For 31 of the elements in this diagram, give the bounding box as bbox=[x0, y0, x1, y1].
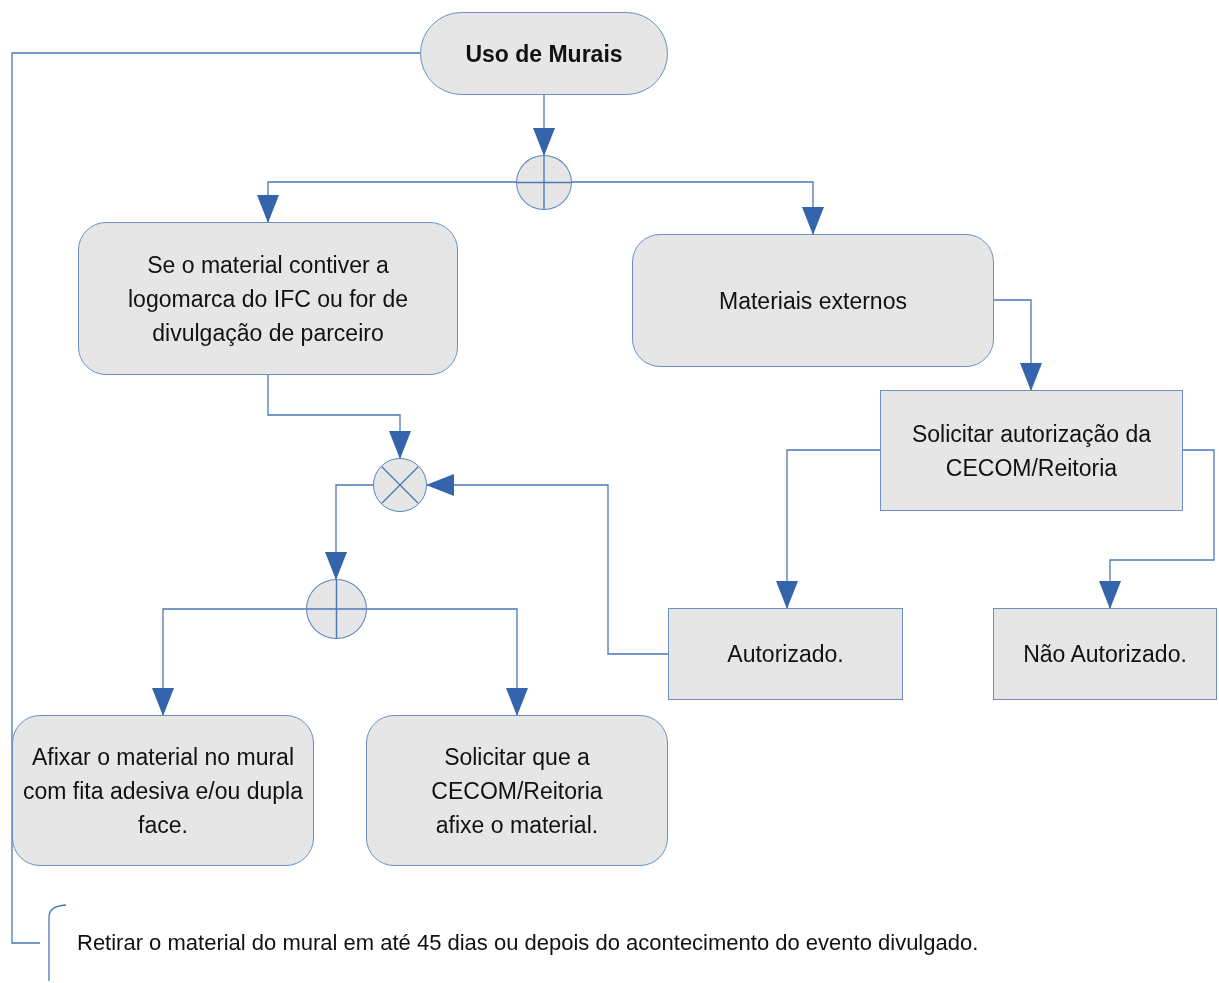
node-text: Solicitar autorização da CECOM/Reitoria bbox=[910, 419, 1153, 483]
arrow bbox=[325, 484, 374, 580]
node-text: Se o material contiver a logomarca do IFC ou for de divulgação de parceiro bbox=[127, 250, 409, 348]
arrow bbox=[366, 608, 528, 716]
node-text: Uso de Murais bbox=[465, 39, 623, 69]
arrow bbox=[571, 181, 824, 235]
node-text: Afixar o material no mural com fita adesiva e/ou dupla face. bbox=[23, 742, 303, 840]
process-box bbox=[880, 390, 1183, 511]
node-text: Solicitar que a CECOM/Reitoria afixe o material. bbox=[430, 742, 604, 840]
process-box bbox=[993, 608, 1217, 700]
node-text: Materiais externos bbox=[719, 286, 907, 316]
node-text: Autorizado. bbox=[727, 640, 844, 669]
or-junction-circle bbox=[516, 155, 572, 210]
rounded-process-box bbox=[78, 222, 458, 375]
connector-line bbox=[11, 52, 421, 944]
arrow bbox=[152, 608, 307, 716]
arrow bbox=[257, 181, 517, 223]
process-box bbox=[668, 608, 903, 700]
arrow bbox=[776, 449, 881, 609]
arrow bbox=[1099, 449, 1215, 609]
rounded-process-box bbox=[632, 234, 994, 367]
annotation-text: Retirar o material do mural em até 45 dias ou depois do acontecimento do evento divulgado. bbox=[77, 930, 979, 956]
rounded-process-box bbox=[366, 715, 668, 866]
arrow bbox=[533, 94, 555, 156]
rounded-process-box bbox=[12, 715, 314, 866]
arrow bbox=[993, 299, 1042, 391]
arrow bbox=[426, 474, 669, 655]
or-junction-circle bbox=[306, 579, 367, 639]
node-text: Não Autorizado. bbox=[1023, 640, 1187, 669]
arrow bbox=[267, 374, 411, 459]
and-junction-circle bbox=[373, 458, 427, 512]
